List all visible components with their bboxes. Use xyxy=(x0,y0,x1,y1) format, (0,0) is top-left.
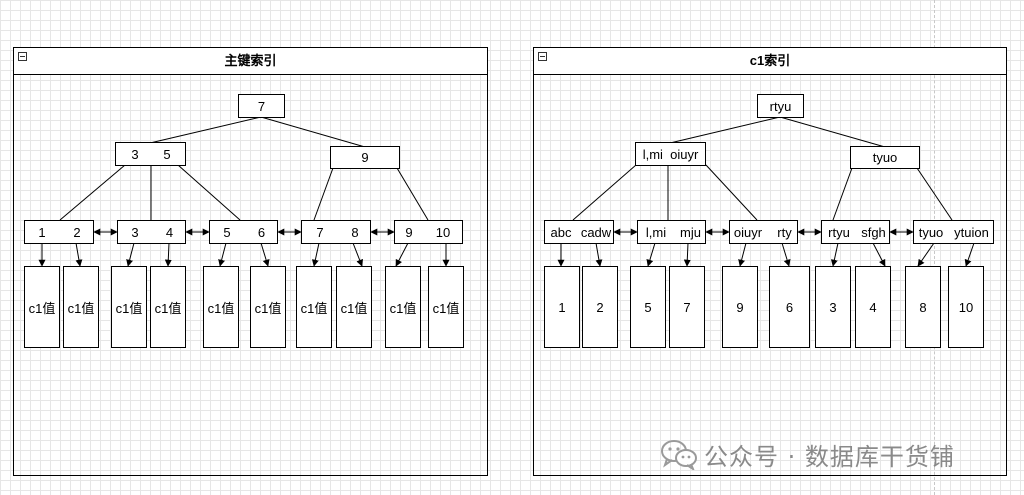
internal-node[interactable]: l,mi oiuyr xyxy=(635,142,706,166)
key: tyuo xyxy=(872,150,898,165)
key: rty xyxy=(777,224,792,240)
record-box: c1值 xyxy=(296,266,332,348)
record-box: 3 xyxy=(815,266,851,348)
key: 1 xyxy=(38,224,46,240)
leaf-node[interactable]: 7 8 xyxy=(301,220,371,244)
key: 5 xyxy=(223,224,231,240)
key: rtyu xyxy=(828,224,850,240)
wechat-icon xyxy=(661,440,697,470)
key: ytuion xyxy=(954,224,989,240)
key: 5 xyxy=(163,146,171,162)
record-box: c1值 xyxy=(385,266,421,348)
collapse-icon[interactable] xyxy=(538,52,547,61)
key: 9 xyxy=(405,224,413,240)
record-box: c1值 xyxy=(250,266,286,348)
record-box: 10 xyxy=(948,266,984,348)
leaf-node[interactable]: abc cadw xyxy=(544,220,614,244)
record-box: 8 xyxy=(905,266,941,348)
panel-header: 主键索引 xyxy=(14,48,487,75)
primary-key-index-panel: 主键索引 xyxy=(13,47,488,476)
key: oiuyr xyxy=(733,224,763,240)
leaf-node[interactable]: 1 2 xyxy=(24,220,94,244)
internal-node[interactable]: 3 5 xyxy=(115,142,186,166)
watermark-text: 公众号 · 数据库干货铺 xyxy=(704,442,955,471)
key: 3 xyxy=(131,146,139,162)
key: l,mi xyxy=(645,224,667,240)
guide-line xyxy=(934,0,935,495)
key: 7 xyxy=(316,224,324,240)
key: tyuo xyxy=(918,224,944,240)
record-box: 5 xyxy=(630,266,666,348)
record-box: 2 xyxy=(582,266,618,348)
root-node[interactable]: rtyu xyxy=(757,94,804,118)
leaf-node[interactable]: 5 6 xyxy=(209,220,278,244)
root-node[interactable]: 7 xyxy=(238,94,285,118)
key: 7 xyxy=(257,98,266,114)
record-box: c1值 xyxy=(24,266,60,348)
leaf-node[interactable]: rtyu sfgh xyxy=(821,220,890,244)
panel-title: c1索引 xyxy=(749,53,791,68)
record-box: c1值 xyxy=(111,266,147,348)
key: 2 xyxy=(73,224,81,240)
record-box: 7 xyxy=(669,266,705,348)
record-box: c1值 xyxy=(336,266,372,348)
key: 6 xyxy=(257,224,266,240)
leaf-node[interactable]: oiuyr rty xyxy=(729,220,798,244)
panel-title: 主键索引 xyxy=(224,53,277,68)
key: mju xyxy=(680,224,701,240)
key: 8 xyxy=(351,224,359,240)
key: l,mi oiuyr xyxy=(642,146,699,162)
record-box: c1值 xyxy=(203,266,239,348)
key: sfgh xyxy=(861,224,886,240)
record-box: 4 xyxy=(855,266,891,348)
record-box: c1值 xyxy=(150,266,186,348)
key: rtyu xyxy=(769,98,792,114)
internal-node[interactable]: 9 xyxy=(330,146,400,169)
key: 9 xyxy=(361,150,369,165)
record-box: 6 xyxy=(769,266,810,348)
key: abc xyxy=(550,224,572,240)
key: 3 xyxy=(131,224,139,240)
leaf-node[interactable]: tyuo ytuion xyxy=(913,220,994,244)
leaf-node[interactable]: 9 10 xyxy=(394,220,463,244)
key: 10 xyxy=(435,224,451,240)
panel-header: c1索引 xyxy=(534,48,1006,75)
leaf-node[interactable]: l,mi mju xyxy=(637,220,706,244)
key: 4 xyxy=(165,224,174,240)
watermark: 公众号 · 数据库干货铺 xyxy=(660,436,955,472)
record-box: 9 xyxy=(722,266,758,348)
key: cadw xyxy=(580,224,612,240)
record-box: 1 xyxy=(544,266,580,348)
c1-index-panel: c1索引 xyxy=(533,47,1007,476)
internal-node[interactable]: tyuo xyxy=(850,146,920,169)
leaf-node[interactable]: 3 4 xyxy=(117,220,186,244)
record-box: c1值 xyxy=(428,266,464,348)
record-box: c1值 xyxy=(63,266,99,348)
collapse-icon[interactable] xyxy=(18,52,27,61)
